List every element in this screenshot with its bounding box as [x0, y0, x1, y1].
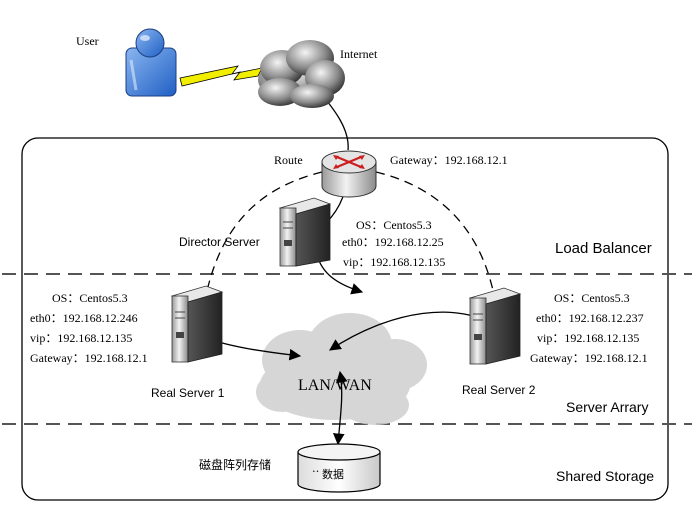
director-vip: vip：192.168.12.135 — [343, 255, 445, 269]
router-gateway-label: Gateway：192.168.12.1 — [390, 153, 508, 167]
link-lan-storage — [332, 370, 348, 446]
lan-wan-label: LAN/WAN — [298, 377, 372, 394]
rs1-vip: vip：192.168.12.135 — [30, 331, 132, 345]
rs2-os: OS：Centos5.3 — [554, 291, 630, 305]
director-server-label: Director Server — [179, 235, 260, 249]
storage-data-label: 数据 — [322, 467, 344, 481]
storage-cylinder-icon: ‥ — [297, 443, 381, 493]
svg-text:‥: ‥ — [312, 463, 319, 475]
user-label: User — [76, 34, 99, 48]
rs1-os: OS：Centos5.3 — [52, 291, 128, 305]
route-label: Route — [274, 153, 303, 167]
real-server-2-label: Real Server 2 — [462, 383, 536, 397]
user-icon — [125, 28, 177, 97]
rs2-vip: vip：192.168.12.135 — [537, 331, 639, 345]
dashed-link-router-rs1 — [204, 171, 323, 301]
rs2-gateway: Gateway：192.168.12.1 — [530, 351, 648, 365]
tier-server-array: Server Arrary — [566, 399, 648, 415]
internet-cloud-icon — [258, 40, 345, 108]
director-eth0: eth0：192.168.12.25 — [342, 235, 444, 249]
real-server-1-label: Real Server 1 — [151, 386, 225, 400]
cluster-frame — [21, 137, 669, 501]
lightning-link-icon — [179, 65, 263, 87]
rs2-eth0: eth0：192.168.12.237 — [536, 311, 644, 325]
router-icon — [321, 150, 377, 198]
director-os: OS：Centos5.3 — [356, 218, 432, 232]
rs1-eth0: eth0：192.168.12.246 — [30, 311, 138, 325]
director-server-icon — [278, 197, 332, 267]
tier-shared-storage: Shared Storage — [556, 468, 654, 484]
dashed-link-router-rs2 — [375, 171, 496, 301]
real-server-2-icon — [468, 287, 522, 365]
tier-load-balancer: Load Balancer — [555, 240, 652, 257]
storage-cn-label: 磁盘阵列存储 — [199, 457, 271, 472]
rs1-gateway: Gateway：192.168.12.1 — [30, 351, 148, 365]
real-server-1-icon — [170, 285, 224, 363]
internet-label: Internet — [340, 47, 378, 61]
